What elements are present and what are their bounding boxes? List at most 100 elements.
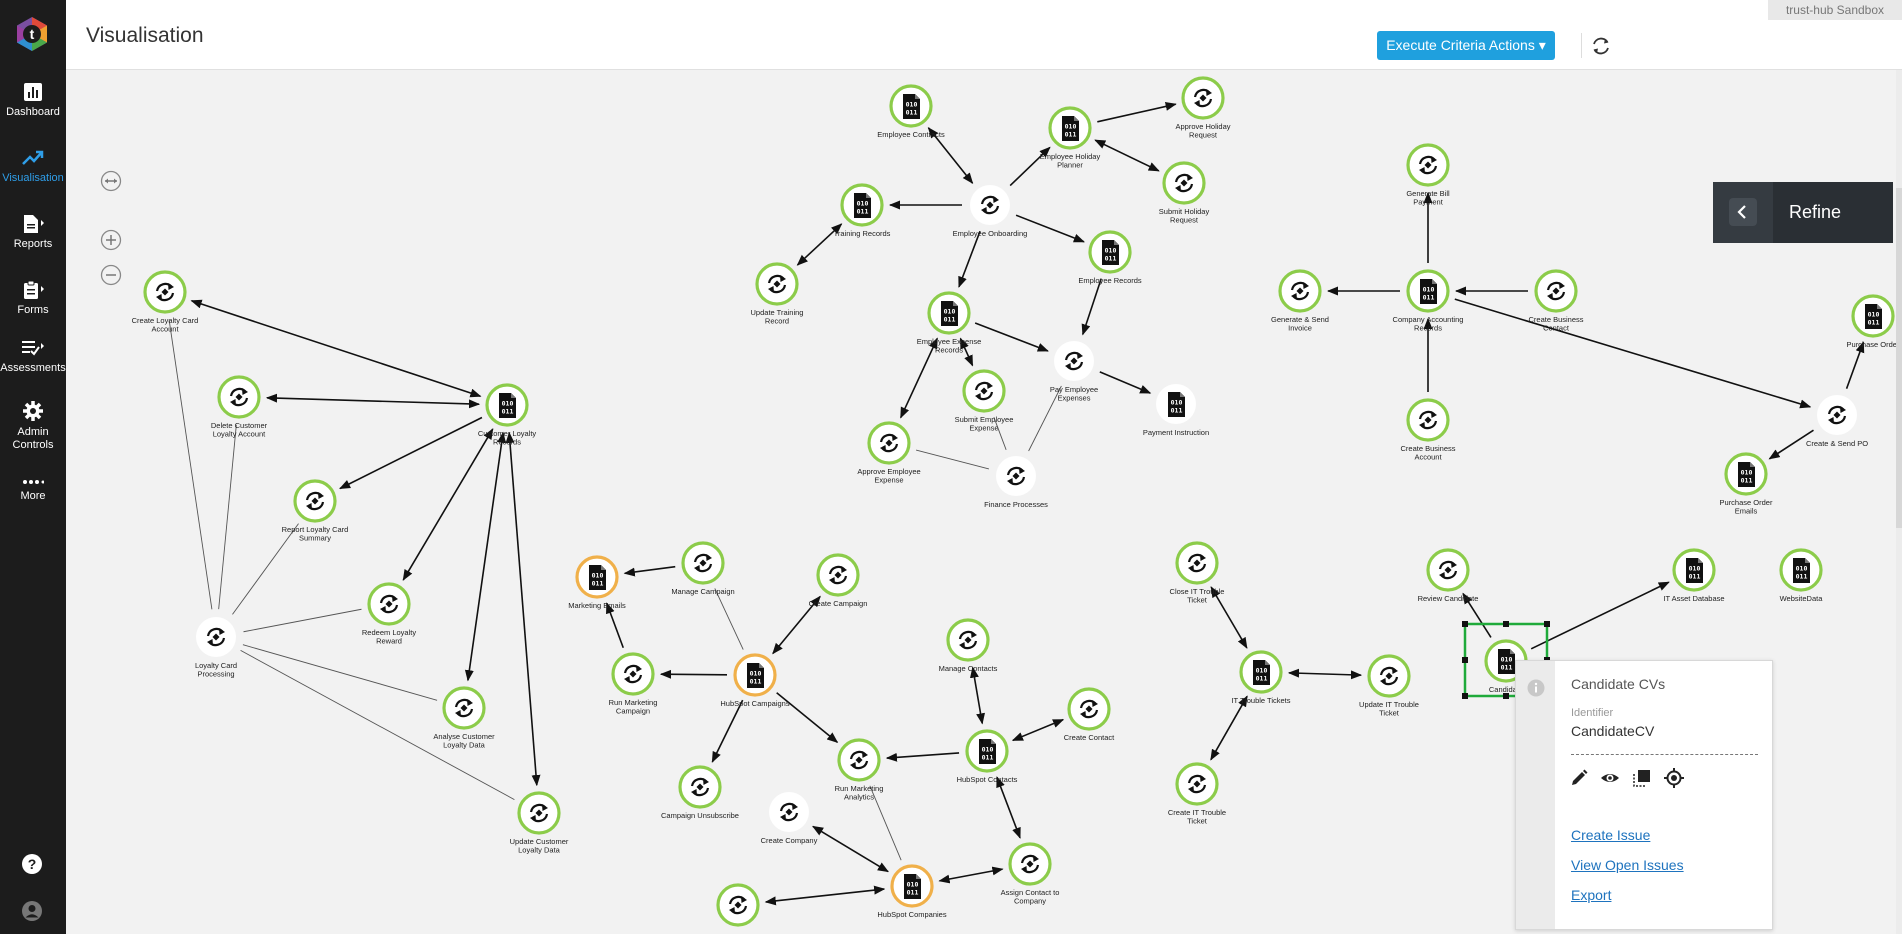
create-issue-link[interactable]: Create Issue [1571, 827, 1651, 843]
sidebar-item-visualisation[interactable]: Visualisation [0, 148, 66, 185]
export-link[interactable]: Export [1571, 887, 1612, 903]
fit-width-icon[interactable] [100, 170, 122, 192]
node-label: Create Business [1528, 315, 1583, 324]
sidebar-item-dashboard[interactable]: Dashboard [0, 82, 66, 119]
focus-target-icon[interactable] [1664, 768, 1684, 788]
graph-edge [970, 666, 985, 725]
process-node[interactable]: Review Candidate [1418, 548, 1479, 603]
sidebar-item-label: Forms [17, 304, 49, 316]
process-node[interactable]: Campaign Unsubscribe [661, 765, 739, 820]
view-eye-icon[interactable] [1600, 768, 1620, 788]
node-label: Invoice [1288, 324, 1312, 333]
clipboard-icon [24, 280, 44, 299]
process-cycle-icon [1064, 351, 1084, 371]
svg-text:010: 010 [1501, 656, 1513, 664]
svg-text:011: 011 [1868, 319, 1880, 327]
edit-icon[interactable] [1569, 768, 1589, 788]
process-cycle-icon [974, 381, 994, 401]
process-node[interactable] [716, 883, 760, 927]
execute-criteria-actions-button[interactable]: Execute Criteria Actions ▾ [1377, 31, 1555, 60]
node-label: Account [1414, 453, 1442, 462]
process-cycle-icon [529, 803, 549, 823]
sidebar-item-assessments[interactable]: Assessments [0, 338, 66, 375]
sidebar-item-reports[interactable]: Reports [0, 214, 66, 251]
process-node[interactable]: Finance Processes [984, 456, 1048, 509]
svg-text:011: 011 [1796, 573, 1808, 581]
sidebar-item-admin-controls[interactable]: Admin Controls [0, 400, 66, 452]
user-avatar-icon[interactable] [21, 900, 43, 922]
document-icon [24, 215, 44, 233]
zoom-in-icon[interactable] [100, 229, 122, 251]
svg-text:010: 010 [907, 881, 919, 889]
scrollbar-thumb[interactable] [1896, 188, 1902, 528]
process-node[interactable]: Create Company [761, 792, 818, 845]
process-cycle-icon [206, 627, 226, 647]
process-node[interactable]: Create Contact [1064, 687, 1115, 742]
zoom-out-icon[interactable] [100, 264, 122, 286]
process-cycle-icon [1418, 155, 1438, 175]
header-divider [1581, 33, 1582, 58]
process-node[interactable]: Create Campaign [809, 553, 868, 608]
refine-panel-toggle[interactable]: Refine [1713, 182, 1893, 243]
process-node[interactable]: Employee Onboarding [953, 185, 1028, 238]
canvas-scrollbar[interactable] [1896, 70, 1902, 934]
svg-text:011: 011 [750, 678, 762, 686]
sidebar-item-more[interactable]: More [0, 478, 66, 503]
sidebar-item-forms[interactable]: Forms [0, 280, 66, 317]
help-icon[interactable]: ? [21, 853, 43, 875]
select-region-icon[interactable] [1632, 768, 1652, 788]
process-node[interactable]: Manage Contacts [939, 618, 998, 673]
process-node[interactable]: Manage Campaign [671, 541, 735, 596]
graph-edge [240, 650, 515, 800]
process-cycle-icon [1187, 774, 1207, 794]
refresh-icon[interactable] [1590, 35, 1612, 57]
app-logo[interactable]: t [14, 16, 50, 52]
process-cycle-icon [1418, 410, 1438, 430]
graph-edge [190, 299, 482, 398]
process-node[interactable]: Create & Send PO [1806, 395, 1868, 448]
view-open-issues-link[interactable]: View Open Issues [1571, 857, 1684, 873]
